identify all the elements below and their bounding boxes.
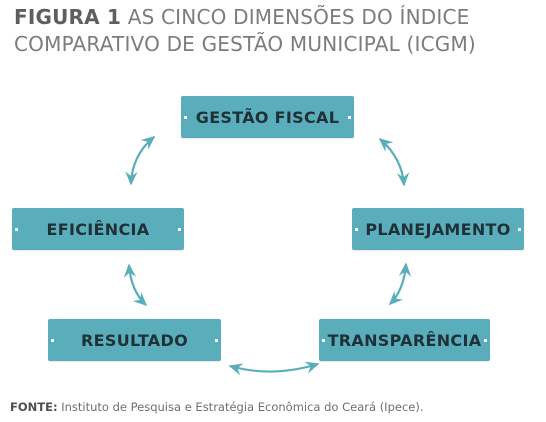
node-resultado-label: RESULTADO — [81, 330, 188, 350]
arrow-eficiencia-gestao-fiscal — [125, 136, 156, 186]
figure-title-line-2: COMPARATIVO DE GESTÃO MUNICIPAL (ICGM) — [14, 32, 476, 56]
node-resultado: RESULTADO — [48, 319, 221, 361]
figure-source: FONTE: Instituto de Pesquisa e Estratégi… — [10, 400, 424, 414]
figure-title-line-1: FIGURA 1 AS CINCO DIMENSÕES DO ÍNDICE — [14, 4, 534, 31]
node-gestao-fiscal: GESTÃO FISCAL — [181, 96, 354, 138]
figure-label: FIGURA 1 — [14, 5, 122, 29]
source-text: Instituto de Pesquisa e Estratégia Econô… — [61, 400, 424, 414]
node-transparencia-label: TRANSPARÊNCIA — [327, 330, 482, 350]
figure-title: FIGURA 1 AS CINCO DIMENSÕES DO ÍNDICE CO… — [14, 4, 534, 58]
node-planejamento-label: PLANEJAMENTO — [365, 219, 511, 239]
node-transparencia: TRANSPARÊNCIA — [319, 319, 490, 361]
node-gestao-fiscal-label: GESTÃO FISCAL — [195, 107, 340, 127]
figure-title-text-1: AS CINCO DIMENSÕES DO ÍNDICE — [127, 5, 470, 29]
arrow-planejamento-transparencia — [388, 262, 412, 306]
node-eficiencia: EFICIÊNCIA — [12, 208, 184, 250]
source-label: FONTE: — [10, 400, 58, 414]
node-eficiencia-label: EFICIÊNCIA — [46, 219, 150, 239]
node-planejamento: PLANEJAMENTO — [352, 208, 524, 250]
arrow-resultado-eficiencia — [123, 263, 148, 307]
arrow-transparencia-resultado — [228, 361, 320, 376]
arrow-gestao-fiscal-planejamento — [378, 137, 410, 187]
